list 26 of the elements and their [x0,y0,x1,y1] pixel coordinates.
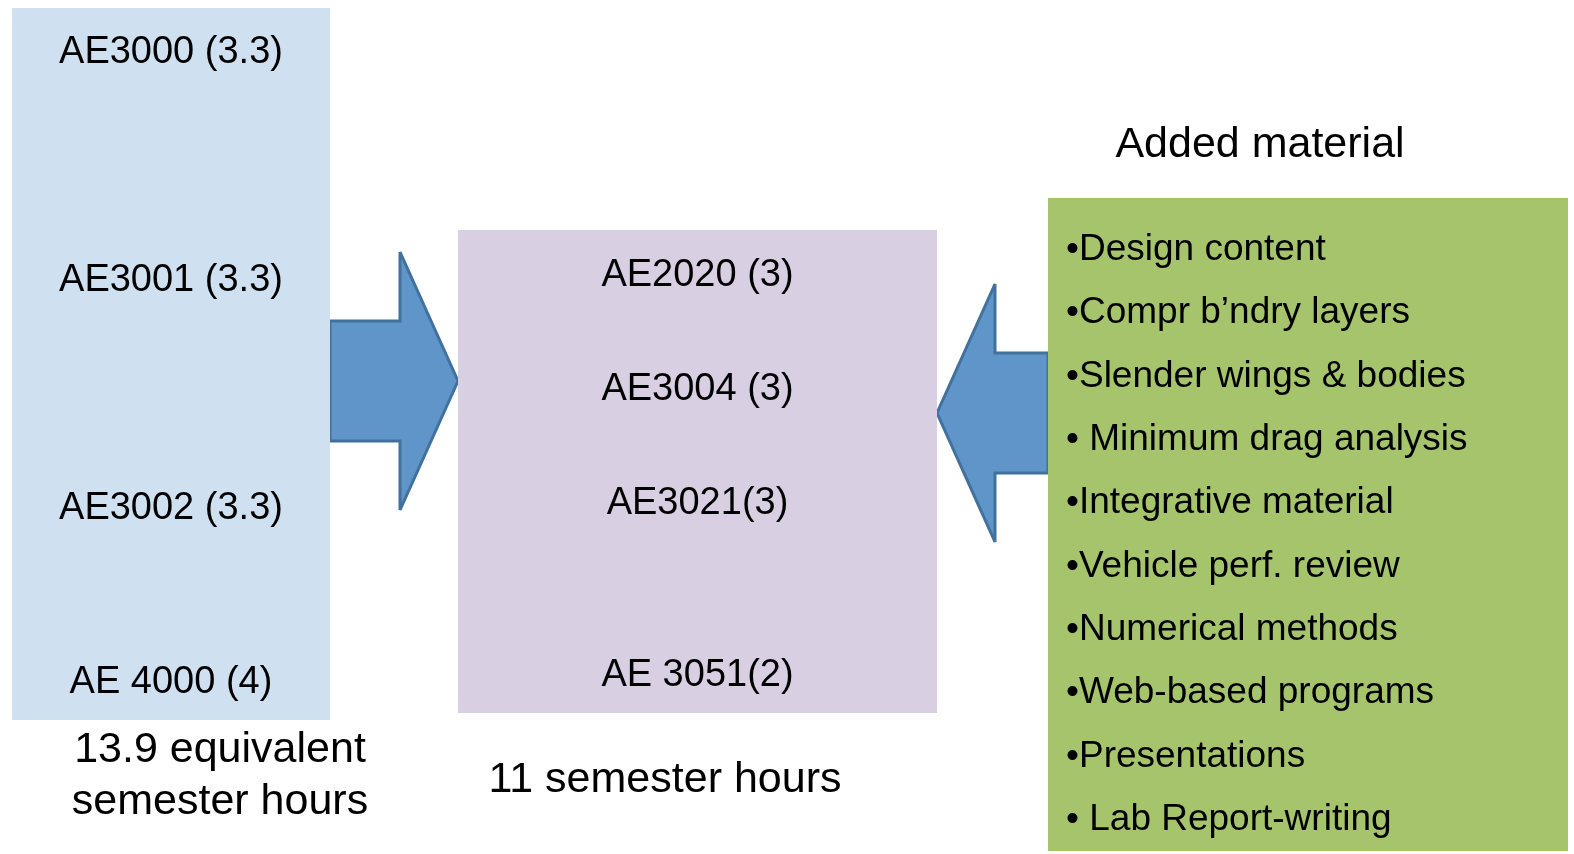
hours-caption: 13.9 equivalent semester hours [70,722,370,825]
course-label: AE3000 (3.3) [58,31,284,69]
bullet-item: •Compr b’ndry layers [1066,292,1411,330]
course-box [1048,198,1568,851]
bullet-item: •Slender wings & bodies [1066,355,1467,393]
course-label: AE 4000 (4) [68,661,274,699]
course-box [458,230,937,713]
bullet-item: •Design content [1066,229,1327,267]
heading: Added material [1114,117,1406,168]
course-label: AE3021(3) [605,482,790,520]
bullet-item: • Minimum drag analysis [1066,419,1469,457]
bullet-item: •Presentations [1066,735,1307,773]
block-arrow [935,282,1050,544]
bullet-item: •Web-based programs [1066,672,1436,710]
course-box [12,8,330,720]
bullet-item: •Vehicle perf. review [1066,545,1401,583]
bullet-item: •Numerical methods [1066,608,1399,646]
hours-caption: 11 semester hours [487,752,843,803]
bullet-item: • Lab Report-writing [1066,798,1393,836]
bullet-item: •Integrative material [1066,482,1395,520]
course-label: AE 3051(2) [600,654,795,692]
course-label: AE3002 (3.3) [58,487,284,525]
course-label: AE2020 (3) [600,254,795,292]
block-arrow [328,250,460,512]
course-label: AE3001 (3.3) [58,259,284,297]
course-label: AE3004 (3) [600,368,795,406]
